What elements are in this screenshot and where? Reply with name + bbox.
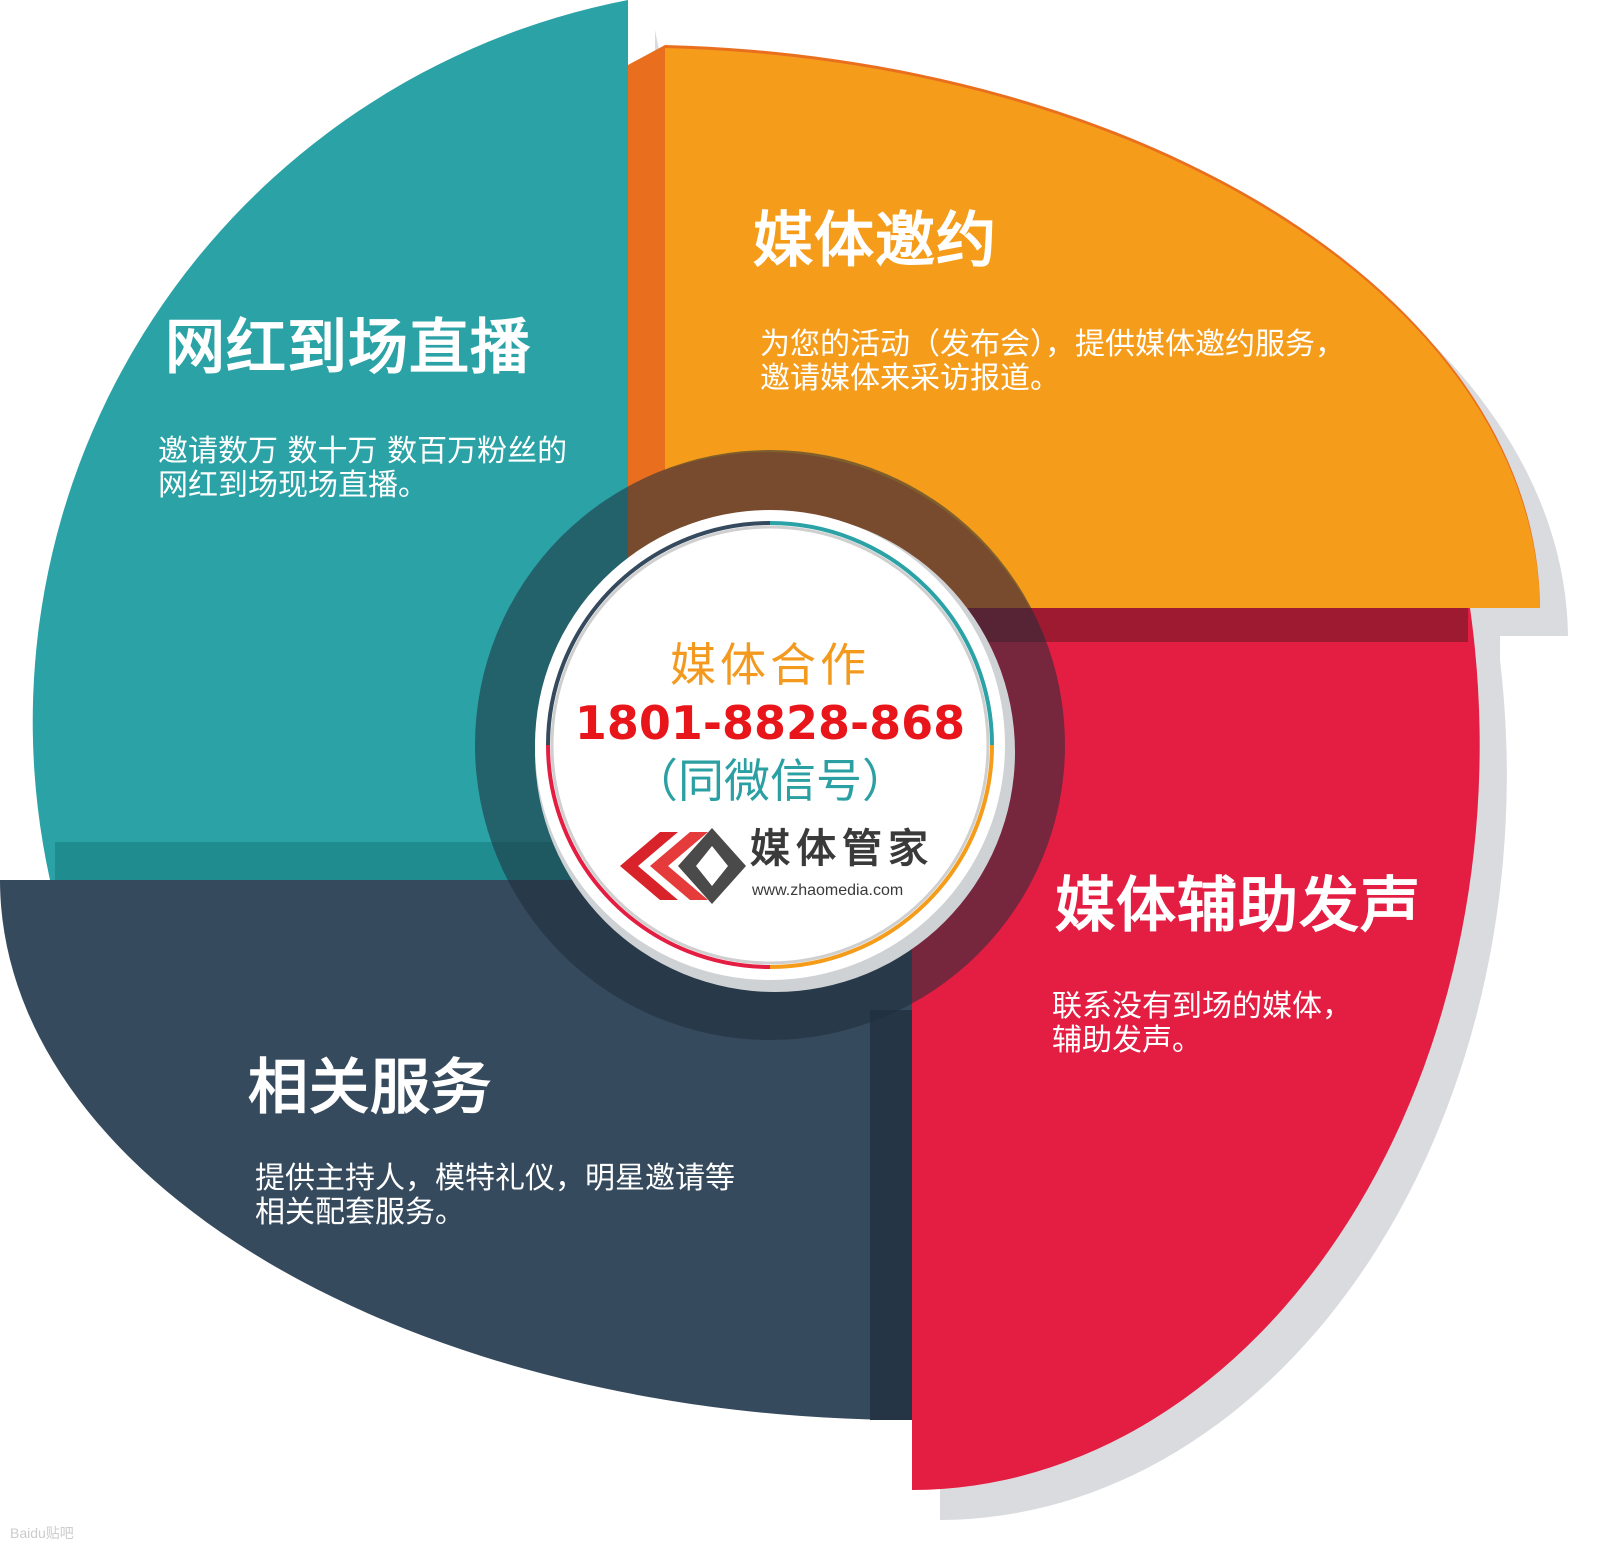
brand-logo: 媒体管家 www.zhaomedia.com: [620, 826, 940, 910]
navy-band: [870, 1010, 912, 1420]
body-line: 邀请媒体来采访报道。: [760, 361, 1060, 396]
arc-navy: [546, 521, 771, 746]
segment-teal: [32, 0, 628, 880]
segment-title-related-services: 相关服务: [248, 1053, 492, 1123]
center-heading: 媒体合作: [670, 638, 870, 692]
logo-url: www.zhaomedia.com: [752, 882, 904, 899]
watermark: Baidu贴吧: [10, 1525, 74, 1541]
arc-red: [546, 744, 771, 969]
body-line: 提供主持人，模特礼仪，明星邀请等: [255, 1161, 735, 1196]
segment-body-livestream: 邀请数万 数十万 数百万粉丝的 网红到场现场直播。: [158, 435, 567, 503]
segment-body-related-services: 提供主持人，模特礼仪，明星邀请等 相关配套服务。: [255, 1162, 735, 1230]
segment-body-media-invite: 为您的活动（发布会），提供媒体邀约服务， 邀请媒体来采访报道。: [760, 328, 1345, 396]
segment-title-media-voice: 媒体辅助发声: [1055, 871, 1421, 941]
center-disc: [535, 510, 1005, 980]
segment-orange: [665, 48, 1540, 608]
segment-body-media-voice: 联系没有到场的媒体， 辅助发声。: [1052, 990, 1352, 1058]
center-contact: 媒体合作 1801-8828-868 （同微信号）: [560, 636, 980, 810]
body-line: 联系没有到场的媒体，: [1052, 989, 1352, 1024]
segment-red: [912, 608, 1480, 1490]
arc-teal: [769, 521, 994, 746]
body-line: 为您的活动（发布会），提供媒体邀约服务，: [760, 327, 1345, 362]
arc-orange: [769, 744, 994, 969]
phone-number: 1801-8828-868: [574, 696, 966, 750]
body-line: 邀请数万 数十万 数百万粉丝的: [158, 434, 568, 469]
body-line: 相关配套服务。: [255, 1195, 465, 1230]
segment-title-media-invite: 媒体邀约: [753, 206, 997, 276]
logo-mark: [620, 828, 746, 904]
body-line: 网红到场现场直播。: [158, 468, 428, 503]
wechat-note: （同微信号）: [632, 754, 908, 808]
logo-name: 媒体管家: [750, 826, 934, 872]
center-gray-ring: [550, 525, 990, 965]
segment-title-livestream: 网红到场直播: [165, 313, 531, 383]
body-line: 辅助发声。: [1052, 1023, 1202, 1058]
